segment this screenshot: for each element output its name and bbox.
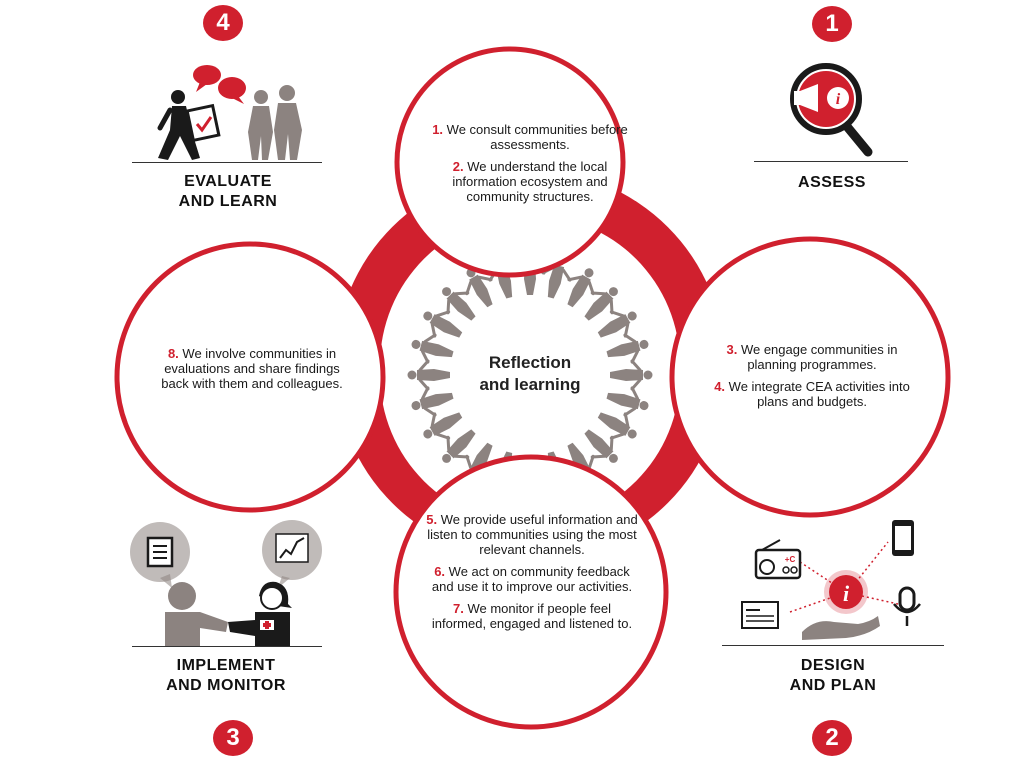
implement-label-line1: IMPLEMENT — [176, 657, 276, 674]
commitment-8: 8. We involve communities in evaluations… — [161, 346, 343, 391]
design-label-line2: AND PLAN — [789, 677, 877, 694]
implement-label-line2: AND MONITOR — [166, 677, 286, 694]
right-circle — [669, 236, 951, 518]
svg-text:+C: +C — [785, 555, 796, 564]
ring-person-icon — [606, 386, 649, 417]
right-circle-text: 3. We engage communities in planning pro… — [702, 342, 922, 416]
people-ring-icon — [407, 252, 653, 498]
stage-3-badge: 3 — [213, 720, 253, 756]
evaluate-label-line1: EVALUATE — [184, 173, 272, 190]
stage-label-design: DESIGN AND PLAN — [752, 656, 914, 696]
assess-rule — [754, 161, 908, 162]
stage-4-badge: 4 — [203, 5, 243, 41]
center-label-line1: Reflection — [488, 353, 572, 372]
svg-text:i: i — [843, 581, 850, 606]
commitment-3: 3. We engage communities in planning pro… — [726, 342, 898, 372]
top-circle — [394, 46, 626, 278]
bottom-circle — [393, 454, 669, 730]
ring-person-icon — [597, 412, 637, 440]
stage-label-implement: IMPLEMENT AND MONITOR — [136, 656, 316, 696]
commitment-1: 1. We consult communities before assessm… — [432, 122, 628, 152]
commitment-4: 4. We integrate CEA activities into plan… — [714, 379, 910, 409]
assess-label: ASSESS — [798, 174, 866, 191]
ring-person-icon — [606, 333, 649, 364]
evaluate-label-line2: AND LEARN — [178, 193, 278, 210]
stage-label-evaluate: EVALUATE AND LEARN — [140, 172, 316, 212]
commitment-7: 7. We monitor if people feel informed, e… — [431, 601, 633, 631]
commitment-2: 2. We understand the local information e… — [452, 159, 608, 204]
design-rule — [722, 645, 944, 646]
center-label: Reflection and learning — [440, 352, 620, 396]
channels-hand-info-icon: i +C — [741, 520, 921, 640]
left-circle — [114, 241, 386, 513]
ring-person-icon — [423, 412, 463, 440]
commitment-6: 6. We act on community feedback and use … — [431, 564, 633, 594]
svg-text:i: i — [836, 91, 841, 108]
center-label-line2: and learning — [479, 375, 581, 394]
left-circle-text: 8. We involve communities in evaluations… — [152, 346, 352, 398]
design-label-line1: DESIGN — [800, 657, 866, 674]
top-circle-text: 1. We consult communities before assessm… — [425, 122, 635, 211]
ring-person-icon — [567, 268, 595, 308]
commitment-5: 5. We provide useful information and lis… — [426, 512, 638, 557]
implement-rule — [132, 646, 322, 647]
stage-label-assess: ASSESS — [762, 173, 902, 193]
evaluate-people-icon — [157, 65, 302, 160]
stage-2-badge: 2 — [812, 720, 852, 756]
stage-1-badge: 1 — [812, 6, 852, 42]
ring-person-icon — [584, 287, 618, 321]
bottom-circle-text: 5. We provide useful information and lis… — [426, 512, 638, 638]
magnifier-info-icon: i — [790, 63, 873, 157]
evaluate-rule — [132, 162, 322, 163]
ring-person-icon — [411, 386, 454, 417]
handshake-icon — [130, 520, 322, 646]
